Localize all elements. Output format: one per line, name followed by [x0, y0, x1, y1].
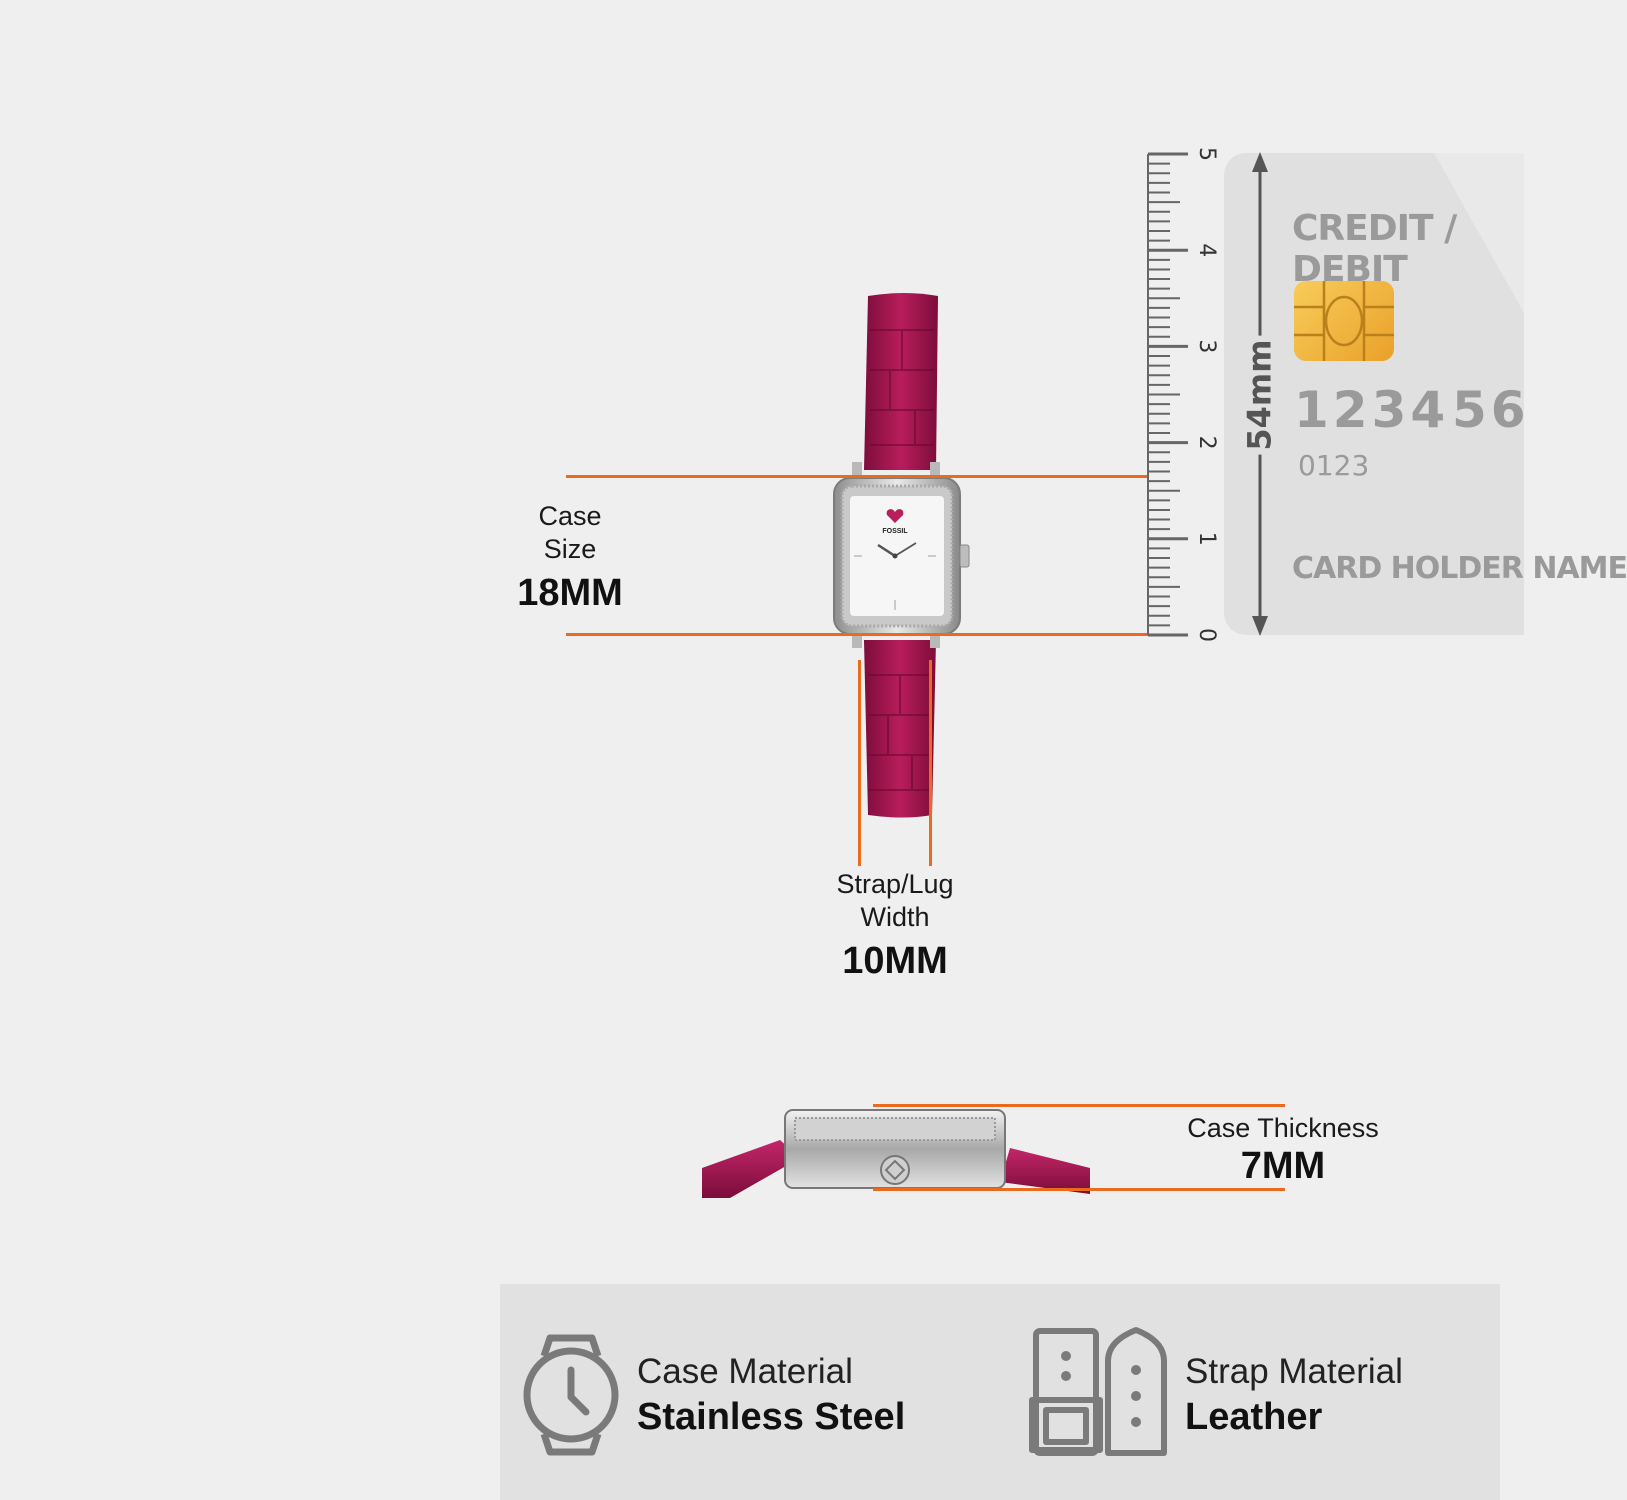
- case-thickness-label: Case Thickness 7MM: [1168, 1112, 1398, 1188]
- ruler: 0 1 2 3 4 5: [1147, 147, 1219, 642]
- card-chip-icon: [1294, 281, 1394, 361]
- watch-side-image: [702, 1109, 1090, 1198]
- ruler-number: 5: [1194, 147, 1219, 161]
- card-small-number: 0123: [1298, 449, 1370, 482]
- ruler-number: 2: [1194, 436, 1219, 450]
- strap-width-label-line2: Width: [860, 902, 930, 932]
- case-size-top-line: [566, 475, 1148, 478]
- case-thickness-bottom-line: [873, 1188, 1285, 1191]
- strap-material-value: Leather: [1185, 1396, 1323, 1438]
- case-size-value: 18MM: [517, 572, 623, 614]
- ruler-number: 3: [1194, 339, 1219, 353]
- credit-card: CREDIT / DEBIT 1234 56 0123 CARD HOLDER …: [1224, 153, 1627, 635]
- card-title: CREDIT / DEBIT: [1292, 208, 1457, 290]
- strap-width-label-line1: Strap/Lug: [836, 869, 954, 899]
- case-size-bottom-line: [566, 633, 1148, 636]
- watch-case-icon: [523, 1334, 619, 1456]
- card-holder-name: CARD HOLDER NAME: [1292, 551, 1627, 586]
- case-material-value: Stainless Steel: [637, 1396, 906, 1438]
- case-thickness-label-text: Case Thickness: [1187, 1113, 1379, 1143]
- watch-front-image: FOSSIL: [833, 293, 970, 818]
- case-thickness-value: 7MM: [1240, 1145, 1326, 1187]
- strap-material-label: Strap Material: [1185, 1352, 1403, 1391]
- card-background-shape: [1434, 153, 1524, 313]
- svg-text:FOSSIL: FOSSIL: [882, 528, 908, 535]
- case-material-label: Case Material: [637, 1352, 853, 1391]
- strap-width-left-line: [858, 660, 861, 866]
- strap-width-value: 10MM: [842, 940, 948, 982]
- card-number-group1: 1234: [1294, 381, 1450, 439]
- strap-width-right-line: [929, 660, 932, 866]
- ruler-number: 1: [1194, 532, 1219, 546]
- case-size-label-line1: Case: [538, 501, 602, 531]
- card-height-label: 54mm: [1241, 335, 1279, 455]
- strap-icon: [1029, 1327, 1167, 1456]
- ruler-number: 4: [1194, 243, 1219, 257]
- card-number-group2: 56: [1452, 381, 1530, 439]
- card-height-label-box: 54mm: [1228, 335, 1292, 455]
- ruler-number: 0: [1194, 628, 1219, 642]
- case-size-label: Case Size 18MM: [480, 500, 660, 615]
- strap-width-label: Strap/Lug Width 10MM: [785, 868, 1005, 983]
- case-size-label-line2: Size: [543, 534, 597, 564]
- case-thickness-top-line: [873, 1104, 1285, 1107]
- materials-panel: Case Material Stainless Steel Strap Mate…: [500, 1284, 1500, 1500]
